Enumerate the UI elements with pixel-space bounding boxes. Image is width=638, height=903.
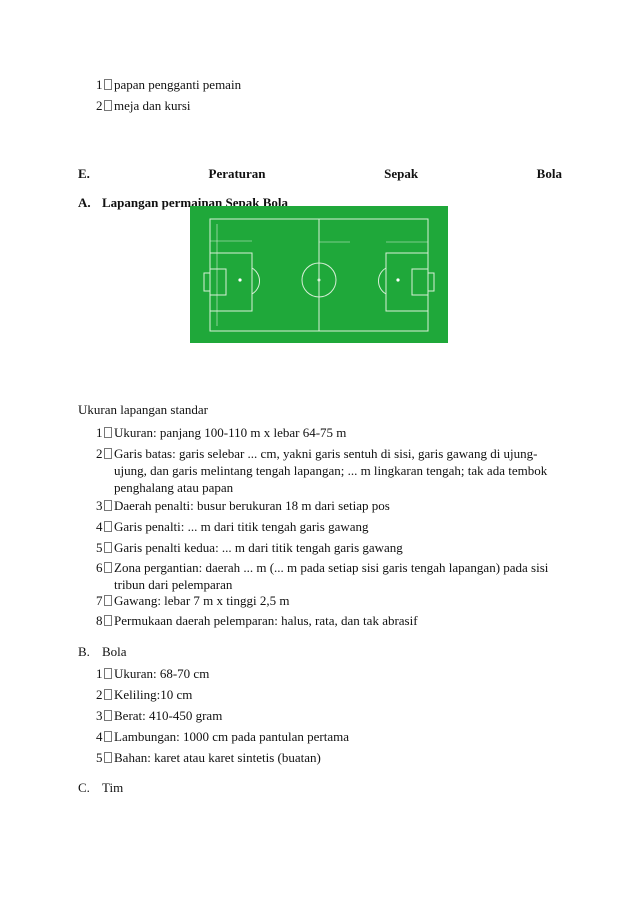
heading-word: Peraturan [208, 166, 266, 181]
section-letter: E. [78, 166, 90, 181]
section-e-heading: E. Peraturan Sepak Bola [78, 166, 562, 182]
section-c-heading: C. Tim [78, 780, 123, 796]
list-number: 8 [96, 613, 103, 628]
list-text: Zona pergantian: daerah ... m (... m pad… [114, 560, 549, 592]
list-number: 5 [96, 540, 103, 555]
missing-glyph-icon [103, 731, 112, 742]
list-item: 2 Keliling:10 cm [96, 686, 568, 703]
list-item: 3 Berat: 410-450 gram [96, 707, 568, 724]
list-number: 5 [96, 750, 103, 765]
list-number: 6 [96, 560, 103, 575]
center-spot [317, 278, 321, 282]
football-field-diagram [190, 206, 448, 343]
missing-glyph-icon [103, 710, 112, 721]
list-item: 6 Zona pergantian: daerah ... m (... m p… [96, 559, 568, 593]
missing-glyph-icon [103, 595, 112, 606]
list-text: papan pengganti pemain [114, 77, 242, 92]
list-text: Lambungan: 1000 cm pada pantulan pertama [114, 729, 350, 744]
list-item: 3 Daerah penalti: busur berukuran 18 m d… [96, 497, 568, 514]
list-text: Bahan: karet atau karet sintetis (buatan… [114, 750, 321, 765]
missing-glyph-icon [103, 500, 112, 511]
heading-word: Sepak [384, 166, 419, 181]
list-item: 7 Gawang: lebar 7 m x tinggi 2,5 m [96, 592, 568, 609]
list-number: 3 [96, 498, 103, 513]
list-item: 2 Garis batas: garis selebar ... cm, yak… [96, 445, 568, 496]
list-item: 1 papan pengganti pemain [96, 76, 568, 93]
section-letter: C. [78, 780, 90, 795]
list-text: Ukuran: 68-70 cm [114, 666, 210, 681]
missing-glyph-icon [103, 752, 112, 763]
missing-glyph-icon [103, 542, 112, 553]
list-number: 4 [96, 729, 103, 744]
list-text: Permukaan daerah pelemparan: halus, rata… [114, 613, 418, 628]
section-letter: A. [78, 195, 91, 210]
section-title: Tim [102, 780, 124, 795]
missing-glyph-icon [103, 427, 112, 438]
list-number: 4 [96, 519, 103, 534]
list-item: 1 Ukuran: panjang 100-110 m x lebar 64-7… [96, 424, 568, 441]
list-item: 2 meja dan kursi [96, 97, 568, 114]
section-b-heading: B. Bola [78, 644, 127, 660]
list-number: 3 [96, 708, 103, 723]
list-number: 1 [96, 666, 103, 681]
list-item: 4 Lambungan: 1000 cm pada pantulan perta… [96, 728, 568, 745]
heading-word: Bola [536, 166, 562, 181]
left-goal [203, 272, 211, 292]
list-item: 1 Ukuran: 68-70 cm [96, 665, 568, 682]
list-item: 5 Bahan: karet atau karet sintetis (buat… [96, 749, 568, 766]
missing-glyph-icon [103, 521, 112, 532]
list-text: Berat: 410-450 gram [114, 708, 223, 723]
list-text: Ukuran: panjang 100-110 m x lebar 64-75 … [114, 425, 347, 440]
list-text: Garis penalti kedua: ... m dari titik te… [114, 540, 403, 555]
right-penalty-spot [396, 278, 400, 282]
list-item: 8 Permukaan daerah pelemparan: halus, ra… [96, 612, 568, 629]
right-penalty-arc [377, 267, 387, 295]
list-item: 5 Garis penalti kedua: ... m dari titik … [96, 539, 568, 556]
section-title: Bola [102, 644, 127, 659]
missing-glyph-icon [103, 448, 112, 459]
list-number: 1 [96, 77, 103, 92]
list-number: 2 [96, 98, 103, 113]
list-text: Daerah penalti: busur berukuran 18 m dar… [114, 498, 390, 513]
center-circle [301, 262, 337, 298]
list-number: 2 [96, 687, 103, 702]
left-penalty-spot [238, 278, 242, 282]
missing-glyph-icon [103, 668, 112, 679]
right-goal [427, 272, 435, 292]
missing-glyph-icon [103, 689, 112, 700]
list-text: meja dan kursi [114, 98, 191, 113]
missing-glyph-icon [103, 615, 112, 626]
list-text: Garis batas: garis selebar ... cm, yakni… [114, 446, 548, 495]
list-text: Garis penalti: ... m dari titik tengah g… [114, 519, 369, 534]
list-number: 7 [96, 593, 103, 608]
ukuran-title: Ukuran lapangan standar [78, 402, 208, 417]
list-text: Keliling:10 cm [114, 687, 193, 702]
left-penalty-arc [251, 267, 261, 295]
list-text: Gawang: lebar 7 m x tinggi 2,5 m [114, 593, 290, 608]
missing-glyph-icon [103, 79, 112, 90]
list-item: 4 Garis penalti: ... m dari titik tengah… [96, 518, 568, 535]
missing-glyph-icon [103, 100, 112, 111]
missing-glyph-icon [103, 562, 112, 573]
list-number: 2 [96, 446, 103, 461]
list-number: 1 [96, 425, 103, 440]
section-letter: B. [78, 644, 90, 659]
